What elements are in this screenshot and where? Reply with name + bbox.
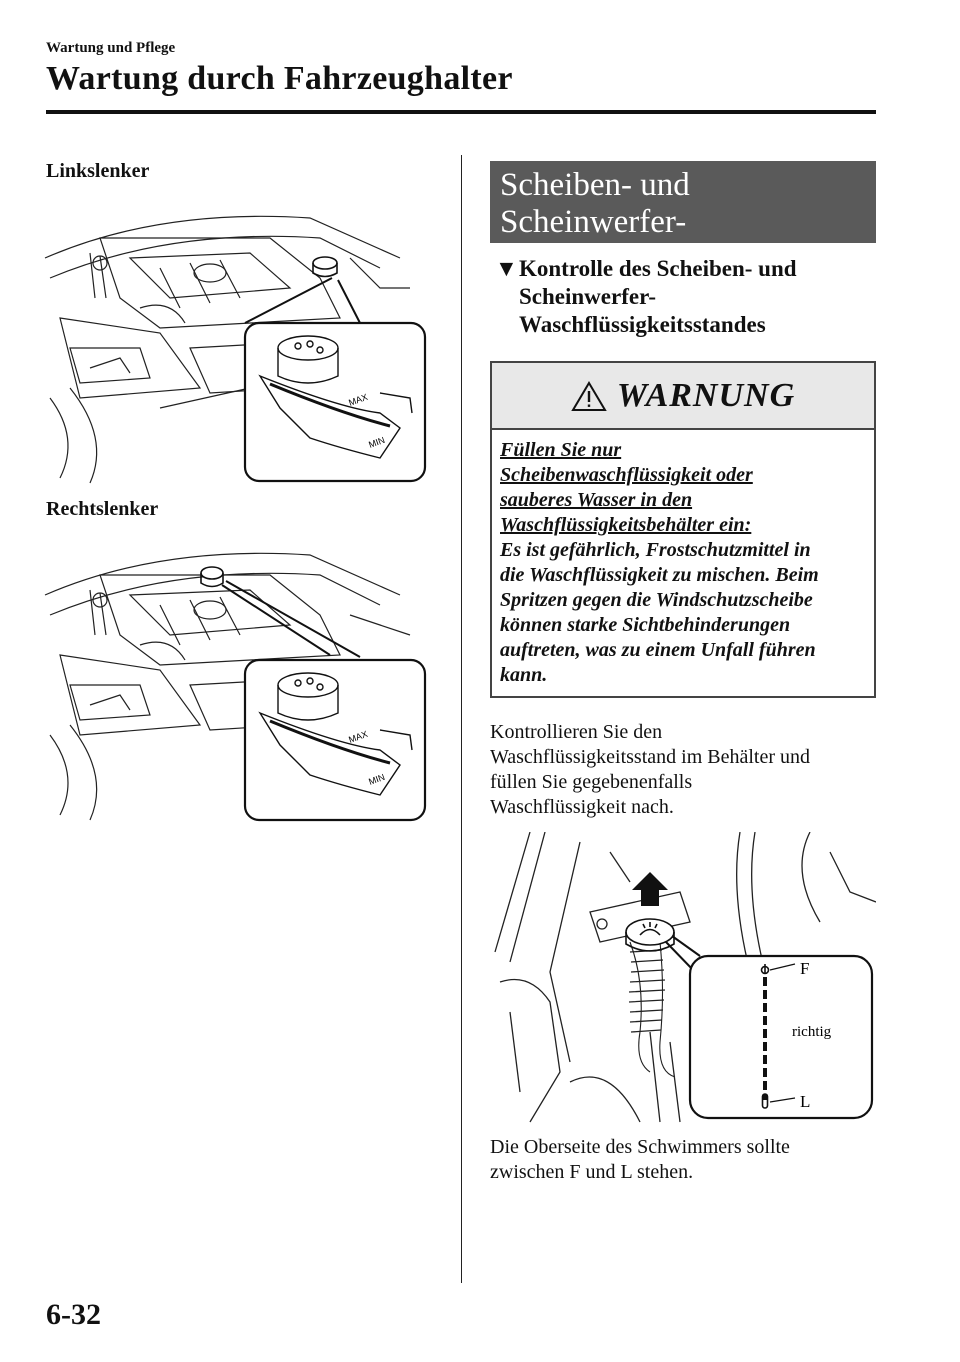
washer-reservoir-cap-rhd xyxy=(200,566,224,588)
page-number: 6-32 xyxy=(46,1298,101,1331)
reservoir-float-illustration: F richtig L xyxy=(494,832,876,1123)
reservoir-inset-frame-lhd xyxy=(243,321,427,483)
section-banner: Scheiben- und Scheinwerfer- Waschflüssig… xyxy=(490,161,876,277)
title-rule xyxy=(46,110,876,114)
warning-lead-line: sauberes Wasser in den xyxy=(500,489,693,511)
gauge-full-label: F xyxy=(800,959,809,978)
gauge-correct-label: richtig xyxy=(792,1024,832,1040)
warning-body: Füllen Sie nur Scheibenwaschflüssigkeit … xyxy=(492,430,874,688)
caption-right-hand-drive: Rechtslenker xyxy=(46,498,159,520)
subsection-heading: ▼ Kontrolle des Scheiben- und Scheinwerf… xyxy=(495,255,875,339)
warning-lead-line: Scheibenwaschflüssigkeit oder xyxy=(500,464,753,486)
warning-lead-line: Waschflüssigkeitsbehälter ein: xyxy=(500,514,752,536)
paragraph-line: Die Oberseite des Schwimmers sollte xyxy=(490,1136,790,1158)
section-title-line: Waschflüssigkeit xyxy=(500,241,725,277)
up-arrow-icon xyxy=(632,872,668,906)
instruction-paragraph: Kontrollieren Sie den Waschflüssigkeitss… xyxy=(490,720,876,820)
warning-text-line: Spritzen gegen die Windschutzscheibe xyxy=(500,589,813,611)
washer-cap-with-symbol xyxy=(625,918,675,952)
engine-bay-illustration-rhd: MAX MIN xyxy=(44,552,427,822)
paragraph-line: Kontrollieren Sie den xyxy=(490,721,663,743)
triangle-marker-icon: ▼ xyxy=(495,256,518,281)
paragraph-line: Waschflüssigkeit nach. xyxy=(490,796,674,818)
engine-bay-illustration-lhd: MAX MIN xyxy=(44,215,427,484)
warning-box: WARNUNG Füllen Sie nur Scheibenwaschflüs… xyxy=(490,361,876,698)
warning-text-line: können starke Sichtbehinderungen xyxy=(500,614,791,636)
column-divider xyxy=(461,155,462,1283)
subsection-line: Kontrolle des Scheiben- und xyxy=(519,256,797,281)
float-gauge-inset xyxy=(688,954,874,1120)
float-chain xyxy=(760,964,770,1109)
warning-lead-line: Füllen Sie nur xyxy=(500,439,622,461)
section-title-line: Scheiben- und Scheinwerfer- xyxy=(500,167,690,240)
washer-reservoir-cap-lhd xyxy=(312,256,338,278)
subsection-line: Waschflüssigkeitsstandes xyxy=(519,312,766,337)
warning-text-line: auftreten, was zu einem Unfall führen xyxy=(500,639,816,661)
subsection-line: Scheinwerfer- xyxy=(519,284,657,309)
warning-header: WARNUNG xyxy=(492,363,874,430)
warning-text-line: Es ist gefährlich, Frostschutzmittel in xyxy=(500,539,811,561)
paragraph-line: füllen Sie gegebenenfalls xyxy=(490,771,693,793)
warning-text-line: die Waschflüssigkeit zu mischen. Beim xyxy=(500,564,819,586)
warning-text-line: kann. xyxy=(500,664,548,686)
page-title: Wartung durch Fahrzeughalter xyxy=(46,60,513,97)
warning-lead: Füllen Sie nur Scheibenwaschflüssigkeit … xyxy=(500,438,866,538)
paragraph-line: Waschflüssigkeitsstand im Behälter und xyxy=(490,746,810,768)
breadcrumb: Wartung und Pflege xyxy=(46,40,176,56)
float-note-paragraph: Die Oberseite des Schwimmers sollte zwis… xyxy=(490,1135,876,1185)
gauge-low-label: L xyxy=(800,1092,810,1111)
warning-title: WARNUNG xyxy=(616,376,796,414)
caption-left-hand-drive: Linkslenker xyxy=(46,160,150,182)
paragraph-line: zwischen F und L stehen. xyxy=(490,1161,694,1183)
warning-triangle-icon xyxy=(571,380,607,411)
